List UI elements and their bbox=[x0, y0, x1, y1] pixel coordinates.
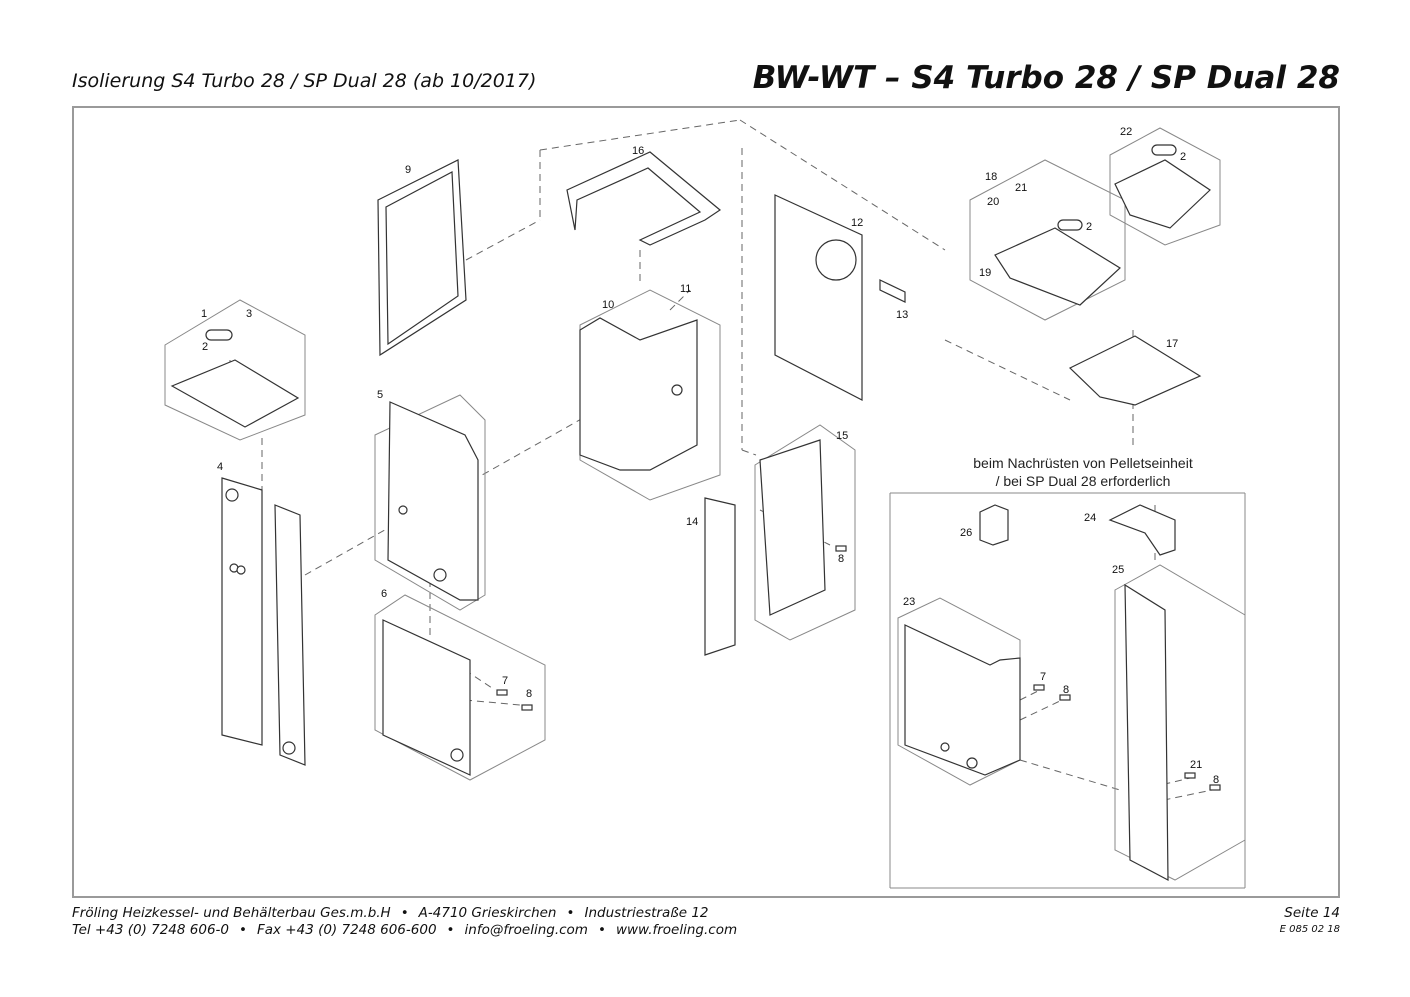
part-label-2c: 2 bbox=[1180, 151, 1186, 163]
part-lower-panel-6 bbox=[382, 619, 471, 776]
footer-fax: Fax +43 (0) 7248 606-600 bbox=[256, 922, 437, 938]
part-label-24: 24 bbox=[1084, 512, 1096, 524]
part-label-5: 5 bbox=[377, 389, 383, 401]
part-label-14: 14 bbox=[686, 516, 698, 528]
doc-code: E 085 02 18 bbox=[1279, 924, 1340, 935]
footer-company: Fröling Heizkessel- und Behälterbau Ges.… bbox=[72, 905, 391, 921]
part-label-10: 10 bbox=[602, 299, 614, 311]
part-plate-24 bbox=[1108, 504, 1176, 556]
part-label-7b: 7 bbox=[1040, 671, 1046, 683]
footer-bullet: • bbox=[400, 905, 409, 921]
part-frame-16 bbox=[566, 151, 722, 246]
footer-bullet: • bbox=[239, 922, 247, 938]
part-label-2: 2 bbox=[202, 341, 208, 353]
part-block-26 bbox=[979, 504, 1009, 546]
part-label-25: 25 bbox=[1112, 564, 1124, 576]
page-number: Seite 14 bbox=[1284, 905, 1340, 921]
footer-web-link[interactable]: www.froeling.com bbox=[615, 922, 738, 938]
footer-bullet: • bbox=[446, 922, 455, 938]
part-label-8b: 8 bbox=[838, 553, 844, 565]
part-label-3: 3 bbox=[246, 308, 252, 320]
part-top-plate-17 bbox=[1068, 335, 1202, 406]
footer-street: Industriestraße 12 bbox=[584, 905, 709, 921]
footer-address-line: Fröling Heizkessel- und Behälterbau Ges.… bbox=[72, 905, 709, 921]
part-label-1: 1 bbox=[201, 308, 207, 320]
part-label-7: 7 bbox=[502, 675, 508, 687]
part-labels: 1 2 3 4 5 6 7 8 9 10 11 12 13 14 15 16 1… bbox=[201, 126, 1219, 786]
part-label-2b: 2 bbox=[1086, 221, 1092, 233]
retrofit-note-line2: / bei SP Dual 28 erforderlich bbox=[996, 473, 1171, 489]
part-label-21b: 21 bbox=[1190, 759, 1202, 771]
group-outlines bbox=[164, 127, 1246, 889]
part-label-19: 19 bbox=[979, 267, 991, 279]
footer-bullet: • bbox=[566, 905, 575, 921]
footer-tel: Tel +43 (0) 7248 606-0 bbox=[72, 922, 229, 938]
part-label-21: 21 bbox=[1015, 182, 1027, 194]
part-label-20: 20 bbox=[987, 196, 999, 208]
page-subtitle: Isolierung S4 Turbo 28 / SP Dual 28 (ab … bbox=[72, 70, 537, 92]
footer-bullet: • bbox=[597, 922, 606, 938]
part-cover-plate-1 bbox=[170, 359, 300, 428]
part-side-15 bbox=[759, 439, 826, 616]
part-panel-12 bbox=[774, 194, 863, 401]
part-label-8: 8 bbox=[526, 688, 532, 700]
footer-city: A-4710 Grieskirchen bbox=[418, 905, 557, 921]
part-label-11: 11 bbox=[680, 283, 691, 295]
page-title: BW-WT – S4 Turbo 28 / SP Dual 28 bbox=[752, 60, 1340, 96]
part-label-26: 26 bbox=[960, 527, 972, 539]
part-label-6: 6 bbox=[381, 588, 387, 600]
part-label-8d: 8 bbox=[1213, 774, 1219, 786]
part-label-17: 17 bbox=[1166, 338, 1178, 350]
part-label-13 bbox=[879, 279, 906, 303]
part-label-18: 18 bbox=[985, 171, 997, 183]
part-label-4: 4 bbox=[217, 461, 223, 473]
part-label-8c: 8 bbox=[1063, 684, 1069, 696]
part-grommet-2 bbox=[205, 329, 233, 341]
part-front-panel-5 bbox=[387, 401, 479, 601]
part-rear-shell-10 bbox=[579, 317, 698, 471]
part-side-panel-4 bbox=[221, 477, 263, 746]
part-label-16: 16 bbox=[632, 145, 644, 157]
part-label-15: 15 bbox=[836, 430, 848, 442]
part-strip-14 bbox=[704, 497, 736, 656]
part-label-23: 23 bbox=[903, 596, 915, 608]
part-panel-23 bbox=[904, 624, 1021, 776]
footer-email-link[interactable]: info@froeling.com bbox=[464, 922, 588, 938]
retrofit-note-line1: beim Nachrüsten von Pelletseinheit bbox=[973, 455, 1193, 471]
diagram-frame bbox=[72, 106, 1340, 898]
part-plate-18 bbox=[994, 227, 1121, 306]
part-label-12: 12 bbox=[851, 217, 863, 229]
footer-contact-line: Tel +43 (0) 7248 606-0 • Fax +43 (0) 7248 … bbox=[72, 922, 737, 938]
part-label-22: 22 bbox=[1120, 126, 1132, 138]
part-shapes bbox=[170, 144, 1221, 881]
part-label-13: 13 bbox=[896, 309, 908, 321]
part-plate-22 bbox=[1114, 159, 1211, 229]
part-strip-25 bbox=[1124, 583, 1169, 881]
part-label-9: 9 bbox=[405, 164, 411, 176]
